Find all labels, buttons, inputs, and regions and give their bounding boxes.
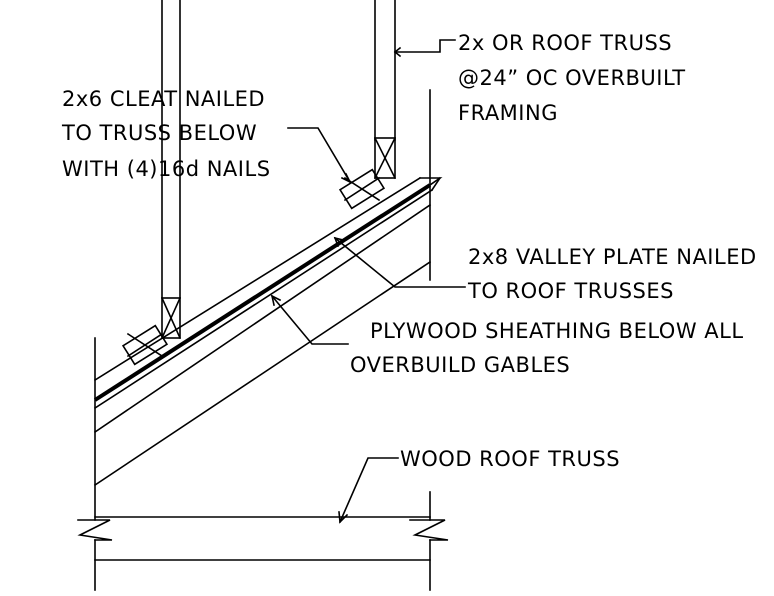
leader-cleat [287,127,352,184]
label-valley-plate-line1: 2x8 VALLEY PLATE NAILED [468,245,757,269]
upper-truss-verticals [374,0,396,141]
upper-cleat-block [373,136,397,180]
label-top-truss-line3: FRAMING [458,101,558,125]
valley-plate-lines [93,176,443,487]
label-cleat-line1: 2x6 CLEAT NAILED [62,87,265,111]
right-break-mark [409,519,449,541]
truss-chords [94,516,431,561]
lower-cleat-block [160,296,182,340]
leader-sheathing [270,294,349,345]
leader-top-truss [393,39,456,58]
left-break-mark [77,519,113,541]
label-top-truss-line1: 2x OR ROOF TRUSS [458,31,672,55]
leader-wood-truss [338,457,399,524]
label-valley-plate-line2: TO ROOF TRUSSES [467,279,674,303]
label-cleat-line3: WITH (4)16d NAILS [62,157,271,181]
leader-valley-plate [333,236,466,288]
label-cleat-line2: TO TRUSS BELOW [61,121,257,145]
label-sheathing-line1: PLYWOOD SHEATHING BELOW ALL [370,319,744,343]
lower-cleat-rotated [121,324,169,366]
label-wood-roof-truss: WOOD ROOF TRUSS [400,447,620,471]
lower-truss-verticals [161,0,181,299]
label-top-truss-line2: @24” OC OVERBUILT [458,66,686,90]
label-sheathing-line2: OVERBUILD GABLES [350,353,570,377]
